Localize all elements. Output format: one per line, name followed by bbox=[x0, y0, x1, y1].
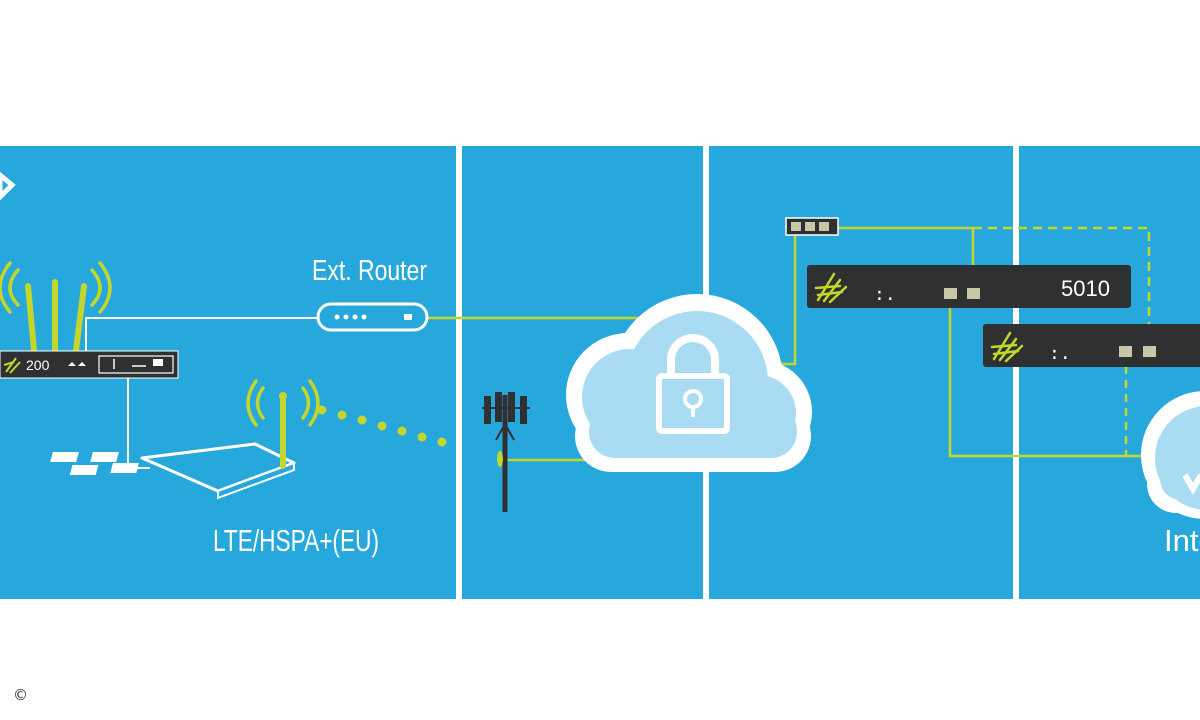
vpn-appliance-2: :. bbox=[983, 324, 1200, 367]
link-5010-to-internet bbox=[948, 296, 1160, 458]
wifi-signal-icon bbox=[0, 261, 112, 314]
link-switch-to-appliance2 bbox=[973, 226, 1151, 348]
internet-cloud-icon bbox=[1141, 391, 1200, 519]
ext-router bbox=[316, 302, 429, 332]
brand-logo-icon bbox=[814, 272, 848, 304]
device-5010-label: 5010 bbox=[1061, 276, 1110, 301]
antenna-icon bbox=[25, 279, 87, 353]
device-200: 200 bbox=[0, 350, 179, 379]
link-200-to-router bbox=[85, 317, 318, 353]
wireless-link bbox=[317, 405, 447, 447]
corner-arrow-icon bbox=[0, 171, 16, 201]
brand-logo-icon bbox=[990, 331, 1024, 363]
ext-router-label: Ext. Router bbox=[312, 255, 427, 287]
lte-modem bbox=[50, 442, 296, 500]
lte-label: LTE/HSPA+(EU) bbox=[213, 523, 379, 558]
router-icon bbox=[316, 302, 429, 332]
lock-icon bbox=[656, 334, 730, 434]
cell-tower-icon bbox=[482, 392, 530, 512]
copyright-mark: © bbox=[13, 686, 28, 704]
panel-divider-1 bbox=[456, 146, 462, 599]
panel-divider-3 bbox=[1013, 146, 1019, 599]
svg-text::.: :. bbox=[1049, 343, 1071, 364]
network-switch bbox=[785, 217, 839, 236]
vpn-appliance-5010: :. 5010 bbox=[807, 265, 1131, 308]
device-200-label: 200 bbox=[26, 357, 50, 373]
internet-label: Inte bbox=[1164, 523, 1200, 558]
cloud-icon bbox=[566, 294, 812, 472]
lte-antenna-icon bbox=[246, 379, 320, 469]
svg-text::.: :. bbox=[874, 284, 896, 305]
brand-logo-icon bbox=[3, 357, 21, 374]
